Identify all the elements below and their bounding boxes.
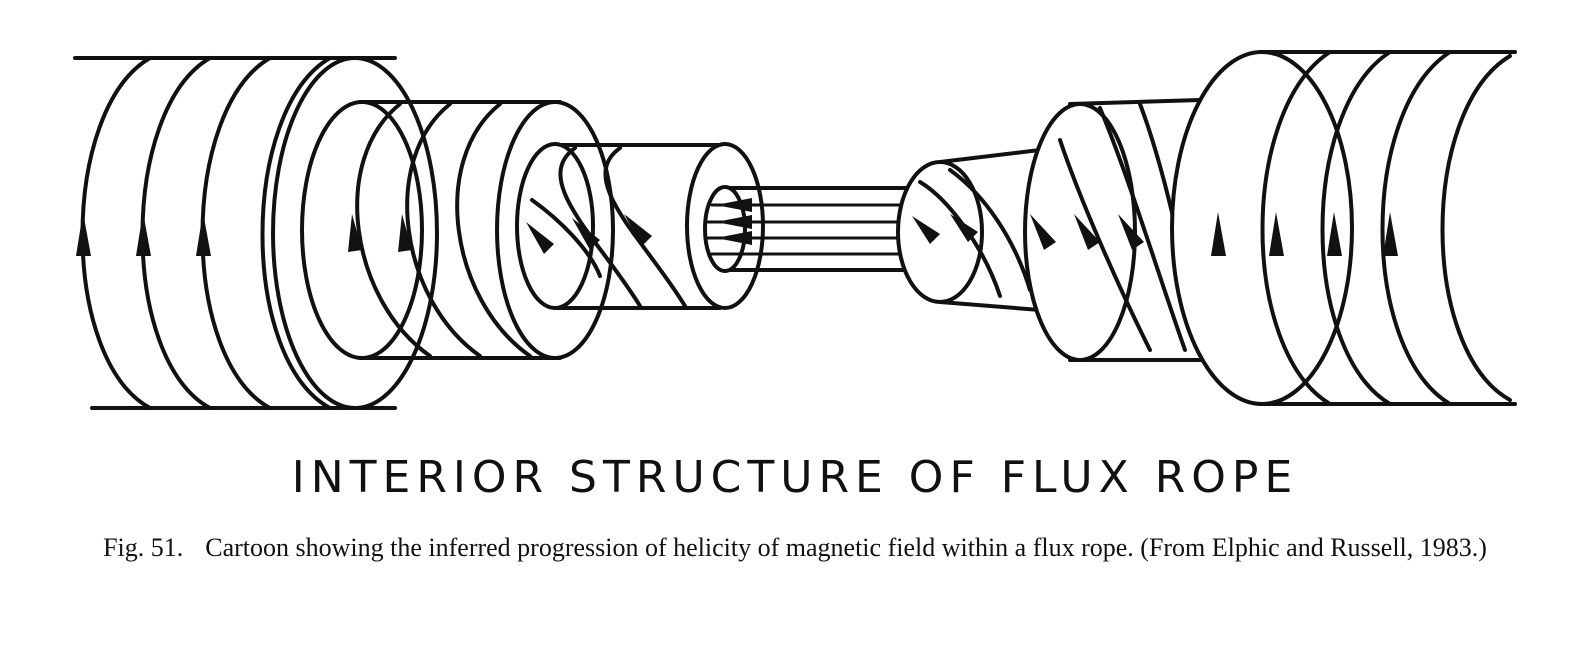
field-loop bbox=[455, 102, 532, 358]
field-arrow bbox=[76, 212, 91, 256]
field-loop bbox=[260, 56, 332, 410]
field-loop bbox=[948, 168, 1032, 292]
cylinder-near-face bbox=[300, 100, 424, 360]
flux-rope-drawing bbox=[73, 50, 1517, 410]
field-arrow bbox=[950, 214, 978, 242]
field-loop bbox=[405, 102, 482, 358]
field-arrow bbox=[398, 214, 412, 252]
field-loop bbox=[530, 198, 602, 278]
field-loop bbox=[558, 146, 642, 308]
figure-caption: Fig. 51. Cartoon showing the inferred pro… bbox=[40, 530, 1550, 566]
field-arrow bbox=[716, 215, 752, 229]
field-arrow bbox=[526, 222, 554, 254]
field-loop bbox=[355, 102, 432, 358]
central-core bbox=[703, 185, 912, 273]
field-arrow bbox=[716, 231, 752, 245]
cylinder-near-face bbox=[1023, 102, 1137, 362]
field-arrow bbox=[1074, 214, 1100, 250]
outer-right-cylinder bbox=[1170, 50, 1517, 406]
field-loop bbox=[1320, 50, 1392, 406]
field-arrow bbox=[136, 212, 151, 256]
field-arrow bbox=[912, 216, 940, 244]
field-loop bbox=[1440, 54, 1512, 402]
field-arrow bbox=[1030, 214, 1056, 250]
field-arrow bbox=[1211, 212, 1226, 256]
cylinder-bottom-edge bbox=[938, 300, 1042, 312]
field-arrow bbox=[1269, 212, 1284, 256]
field-loop bbox=[1380, 50, 1452, 406]
field-arrow bbox=[348, 214, 362, 252]
second-right-cylinder bbox=[1023, 98, 1202, 362]
caption-text: Cartoon showing the inferred progression… bbox=[205, 533, 1487, 562]
field-loop bbox=[1058, 138, 1152, 352]
field-loop bbox=[603, 146, 687, 308]
field-arrow bbox=[1383, 212, 1398, 256]
field-arrow bbox=[1118, 214, 1144, 250]
cylinder-near-face bbox=[515, 142, 595, 310]
field-arrow bbox=[196, 212, 211, 256]
field-loop bbox=[200, 56, 272, 410]
diagram-title: INTERIOR STRUCTURE OF FLUX ROPE bbox=[291, 452, 1299, 503]
field-arrow bbox=[572, 218, 600, 250]
field-loop bbox=[1098, 106, 1187, 352]
flux-rope-diagram bbox=[73, 50, 1517, 410]
field-arrow bbox=[1327, 212, 1342, 256]
figure-label: Fig. 51. bbox=[103, 533, 184, 562]
third-right-cylinder bbox=[896, 148, 1042, 312]
cylinder-top-edge bbox=[938, 148, 1042, 164]
cylinder-top-edge bbox=[1068, 98, 1202, 106]
field-loop bbox=[1260, 50, 1332, 406]
core-face bbox=[703, 185, 747, 273]
field-arrow bbox=[716, 198, 752, 212]
field-arrow bbox=[624, 214, 652, 246]
